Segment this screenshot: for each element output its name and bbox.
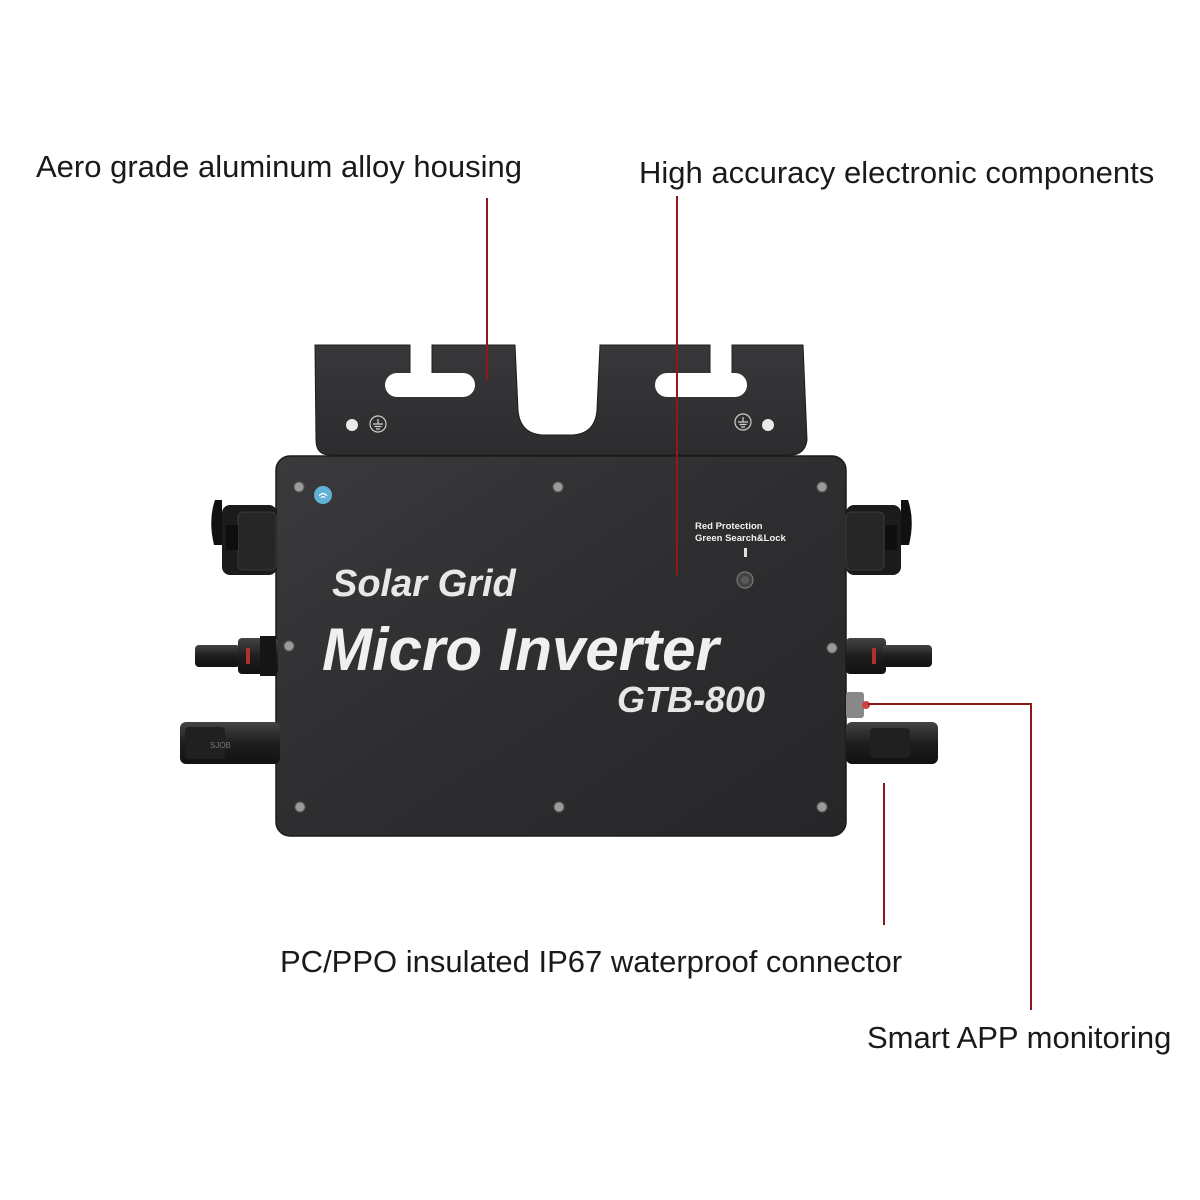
status-led-icon [736, 571, 754, 589]
ground-icon [369, 415, 387, 433]
ground-icon [734, 413, 752, 431]
mc4-connector-icon [195, 636, 278, 676]
leader-app [868, 703, 1032, 1010]
mounting-slot-right [655, 373, 747, 397]
callout-app-monitoring: Smart APP monitoring [867, 1020, 1172, 1055]
status-led-marker [744, 548, 747, 557]
mounting-slot-left [385, 373, 475, 397]
svg-text:SJOB: SJOB [210, 741, 231, 750]
mc4-connector-icon [846, 722, 938, 764]
callout-connector: PC/PPO insulated IP67 waterproof connect… [280, 944, 903, 979]
antenna-port-icon [846, 692, 870, 718]
mc4-connector-icon [846, 638, 932, 674]
waterproof-cap-icon [211, 500, 277, 575]
product-name: Micro Inverter [322, 616, 722, 683]
model-number: GTB-800 [617, 679, 765, 720]
mounting-bracket [314, 344, 808, 456]
status-legend-green: Green Search&Lock [695, 533, 787, 544]
status-legend-red: Red Protection [695, 521, 763, 532]
waterproof-cap-icon [845, 500, 912, 575]
screw-icon [283, 481, 838, 813]
bracket-hole [762, 419, 774, 431]
wifi-badge-icon [314, 486, 332, 504]
callout-housing: Aero grade aluminum alloy housing [36, 149, 522, 184]
mc4-connector-icon: SJOB [180, 722, 280, 764]
callout-components: High accuracy electronic components [639, 155, 1155, 190]
bracket-hole [346, 419, 358, 431]
brand-line: Solar Grid [332, 563, 516, 605]
